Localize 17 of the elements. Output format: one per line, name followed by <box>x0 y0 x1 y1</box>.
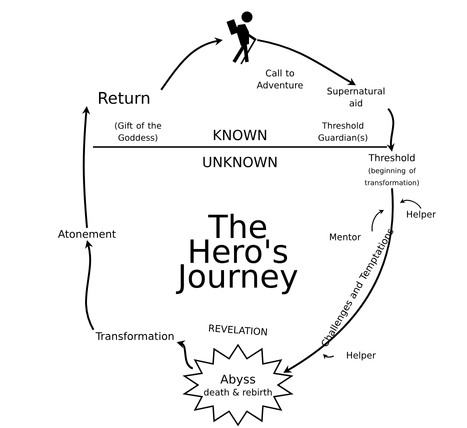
stage-label: Atonement <box>58 230 116 238</box>
stage-label: Return <box>99 92 150 104</box>
edge-label: Call to Adventure <box>256 70 303 88</box>
stage-label: Supernatural aid <box>327 88 384 106</box>
edge-label: Threshold Guardian(s) <box>318 122 368 142</box>
title: The Hero's Journey <box>176 214 298 294</box>
region-label: UNKNOWN <box>203 156 276 168</box>
pointer-arrow <box>372 210 384 232</box>
region-label: REVELATION <box>208 324 268 336</box>
helper-label: Helper <box>347 352 376 360</box>
pointer-arrow <box>323 354 334 360</box>
helper-label: Helper <box>407 210 436 220</box>
mentor-label: Mentor <box>330 234 361 240</box>
hiker-drawing <box>226 12 257 64</box>
stage-label: Transformation <box>96 332 174 340</box>
stage-note: (Gift of the Goddess) <box>115 122 162 142</box>
region-label: KNOWN <box>214 130 266 140</box>
